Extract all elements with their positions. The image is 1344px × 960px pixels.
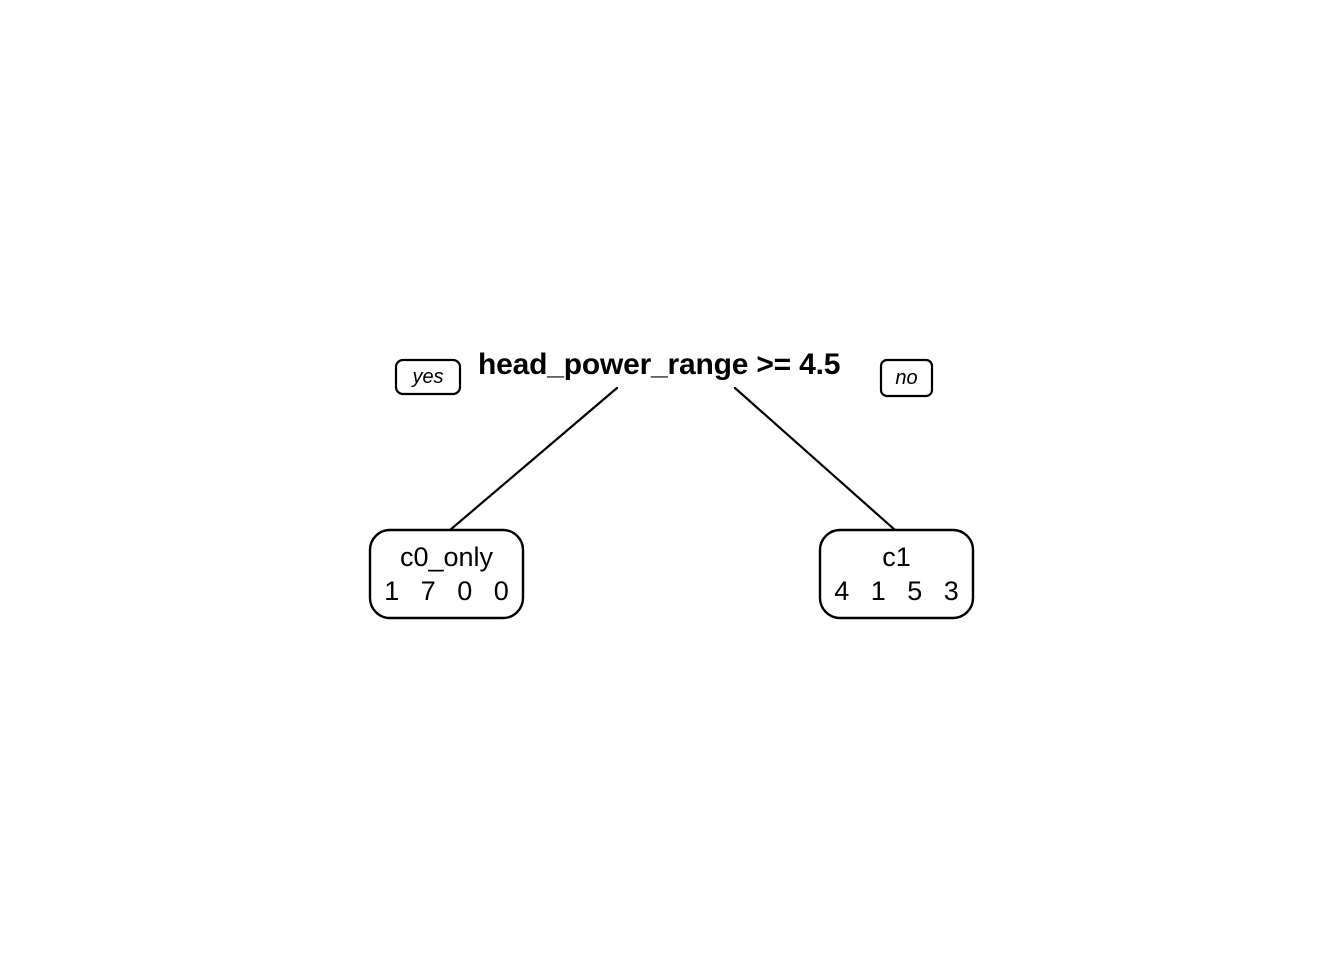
leaf-left-counts: 1 7 0 0 — [384, 576, 516, 606]
edge-root-to-right-leaf — [733, 386, 897, 532]
leaf-node-left-box — [368, 528, 525, 620]
leaf-node-left: c0_only 1 7 0 0 — [370, 540, 523, 608]
leaf-node-right-box — [818, 528, 975, 620]
yes-badge-label: yes — [412, 366, 444, 388]
edge-root-to-left-leaf — [448, 386, 619, 532]
leaf-right-counts: 4 1 5 3 — [834, 576, 966, 606]
leaf-right-class-label: c1 — [882, 542, 911, 572]
no-badge-label: no — [895, 367, 918, 389]
root-split-label: head_power_range >= 4.5 — [478, 348, 841, 381]
yes-badge-box — [394, 358, 462, 396]
leaf-node-right: c1 4 1 5 3 — [820, 540, 973, 608]
no-badge-box — [879, 358, 934, 398]
leaf-left-class-label: c0_only — [399, 542, 494, 572]
